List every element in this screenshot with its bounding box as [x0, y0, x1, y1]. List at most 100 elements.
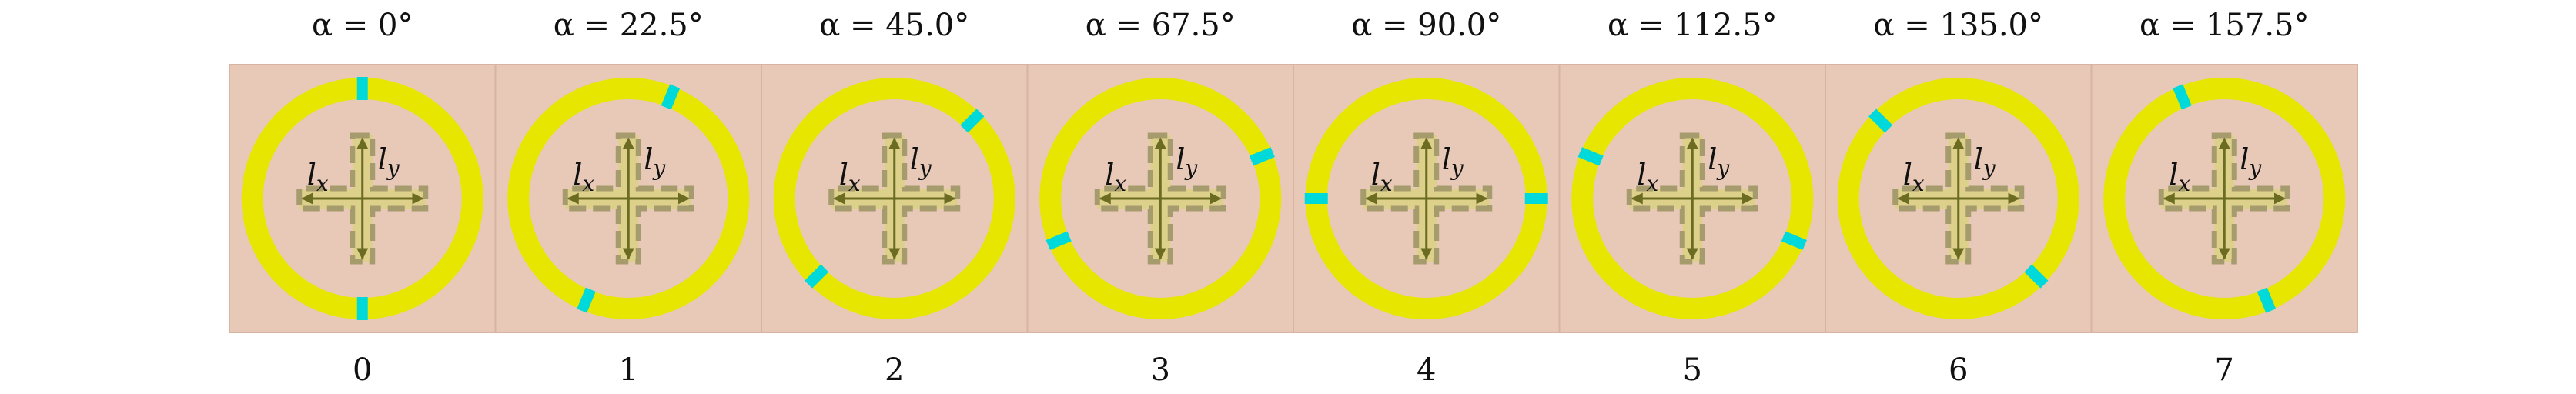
- lx-label-sub: x: [1380, 171, 1393, 196]
- lx-label-main: l: [839, 158, 848, 192]
- cross-dashed-outline: [562, 132, 694, 265]
- panel-index: 1: [619, 352, 638, 388]
- ly-label-sub: y: [1183, 155, 1198, 181]
- ly-label-sub: y: [918, 155, 932, 181]
- panel-index: 4: [1417, 352, 1436, 388]
- ly-label: ly: [1708, 142, 1730, 181]
- lx-label-main: l: [307, 158, 316, 192]
- panel-index: 5: [1683, 352, 1702, 388]
- lx-label: lx: [1637, 158, 1658, 196]
- ly-label-sub: y: [651, 155, 666, 181]
- ly-label-main: l: [1442, 142, 1451, 176]
- orientation-marker-bottom: [1304, 193, 1328, 204]
- orientation-marker-bottom: [1868, 109, 1893, 133]
- ly-label: ly: [1442, 142, 1464, 181]
- lx-label: lx: [2169, 158, 2190, 196]
- panel-title: α = 22.5°: [554, 8, 704, 43]
- ly-label-sub: y: [1450, 155, 1464, 181]
- ly-label-sub: y: [2247, 155, 2262, 181]
- orientation-marker-top: [1524, 193, 1548, 204]
- panel-title: α = 157.5°: [2139, 8, 2309, 43]
- ly-label-sub: y: [1715, 155, 1730, 181]
- lx-label: lx: [1371, 158, 1393, 196]
- yellow-ring: [507, 78, 750, 319]
- ly-label-main: l: [910, 142, 919, 176]
- panel-index: 0: [353, 352, 372, 388]
- lx-label-sub: x: [2178, 171, 2190, 196]
- ly-label-main: l: [378, 142, 387, 176]
- ly-label-main: l: [1708, 142, 1717, 176]
- ly-label-main: l: [1974, 142, 1983, 176]
- ly-label: ly: [1176, 142, 1198, 181]
- ly-label-main: l: [1176, 142, 1185, 176]
- lx-label: lx: [1105, 158, 1126, 196]
- ly-label: ly: [644, 142, 666, 181]
- ly-label: ly: [378, 142, 400, 181]
- lx-label-main: l: [1105, 158, 1114, 192]
- panel-title: α = 90.0°: [1351, 8, 1501, 43]
- orientation-marker-top: [1249, 147, 1275, 166]
- yellow-ring: [1571, 78, 1814, 319]
- cross-dashed-outline: [2158, 132, 2290, 265]
- orientation-marker-bottom: [805, 264, 829, 289]
- lx-label-sub: x: [1114, 171, 1126, 196]
- lx-label-sub: x: [1912, 171, 1925, 196]
- lx-label: lx: [1903, 158, 1925, 196]
- orientation-marker-top: [2257, 287, 2277, 313]
- panel-title: α = 135.0°: [1874, 8, 2043, 43]
- lx-label-sub: x: [1646, 171, 1658, 196]
- lx-label: lx: [307, 158, 329, 196]
- yellow-ring: [2103, 78, 2346, 319]
- yellow-ring: [773, 78, 1015, 319]
- lx-label-main: l: [2169, 158, 2178, 192]
- panel-title: α = 67.5°: [1086, 8, 1236, 43]
- panel-index: 2: [885, 352, 904, 388]
- yellow-ring: [1837, 78, 2079, 319]
- lx-label-main: l: [1903, 158, 1912, 192]
- ly-label-sub: y: [386, 155, 400, 181]
- orientation-marker-top: [356, 77, 368, 100]
- orientation-marker-top: [2024, 264, 2049, 289]
- lx-label-main: l: [1371, 158, 1380, 192]
- panel-title: α = 0°: [312, 8, 413, 43]
- cross-dashed-outline: [828, 132, 961, 265]
- panel-index: 3: [1151, 352, 1170, 388]
- lx-label-sub: x: [582, 171, 594, 196]
- ly-label-main: l: [2240, 142, 2249, 176]
- cross-dashed-outline: [296, 132, 429, 265]
- lx-label-main: l: [573, 158, 582, 192]
- ly-label-sub: y: [1982, 155, 1996, 181]
- lx-label-main: l: [1637, 158, 1646, 192]
- ly-label-main: l: [644, 142, 653, 176]
- orientation-marker-top: [960, 109, 985, 133]
- orientation-marker-bottom: [356, 297, 368, 320]
- panel-index: 6: [1949, 352, 1968, 388]
- ly-label: ly: [910, 142, 932, 181]
- lx-label: lx: [839, 158, 861, 196]
- orientation-marker-top: [1781, 231, 1807, 250]
- ly-label: ly: [1974, 142, 1996, 181]
- panel-title: α = 112.5°: [1607, 8, 1777, 43]
- cross-dashed-outline: [1892, 132, 2025, 265]
- panel-index: 7: [2215, 352, 2234, 388]
- cross-dashed-outline: [1094, 132, 1226, 265]
- orientation-marker-top: [661, 84, 681, 110]
- orientation-marker-bottom: [1577, 147, 1604, 166]
- panel-title: α = 45.0°: [819, 8, 969, 43]
- cross-dashed-outline: [1626, 132, 1758, 265]
- cross-dashed-outline: [1360, 132, 1493, 265]
- ly-label: ly: [2240, 142, 2262, 181]
- lx-label-sub: x: [316, 171, 329, 196]
- lx-label: lx: [573, 158, 594, 196]
- orientation-marker-bottom: [577, 287, 596, 313]
